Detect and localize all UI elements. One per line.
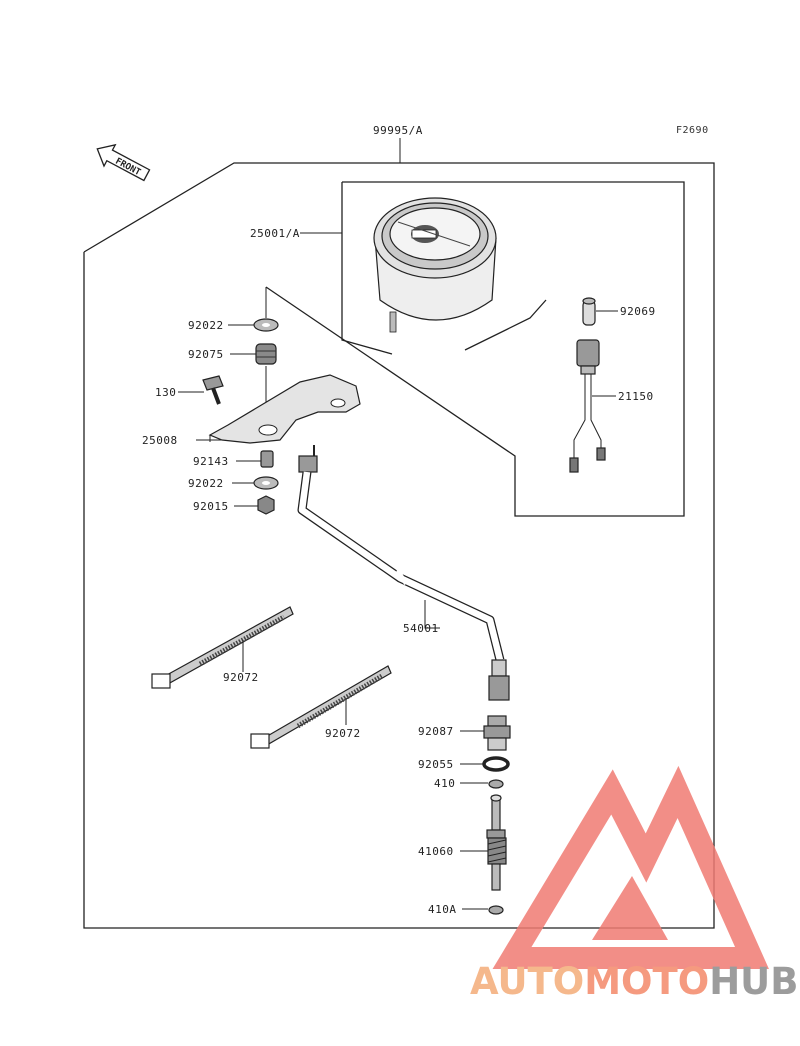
part-label-speedometer: 25001/A xyxy=(250,227,300,240)
part-label-collar: 92143 xyxy=(193,455,229,468)
part-label-socket: 21150 xyxy=(618,390,654,403)
front-arrow-icon: FRONT xyxy=(96,143,151,182)
wordmark-hub: HUB xyxy=(709,960,799,1003)
part-label-washer-410: 410 xyxy=(434,777,455,790)
washer-410a-part xyxy=(488,905,504,915)
oring-part xyxy=(482,756,510,772)
fitting-part xyxy=(483,715,511,751)
part-label-washer-bottom: 92022 xyxy=(188,477,224,490)
meter-group-box-left xyxy=(341,182,393,355)
part-label-bulb: 92069 xyxy=(620,305,656,318)
figure-code: F2690 xyxy=(676,125,709,136)
part-label-band-left: 92072 xyxy=(223,671,259,684)
bolt-part xyxy=(202,375,224,405)
part-label-bracket: 25008 xyxy=(142,434,178,447)
part-label-fitting: 92087 xyxy=(418,725,454,738)
meter-group-box-outline xyxy=(265,181,685,517)
part-label-nut: 92015 xyxy=(193,500,229,513)
band-right-part xyxy=(250,665,392,749)
socket-harness-part xyxy=(569,339,606,473)
part-label-grommet: 92075 xyxy=(188,348,224,361)
part-label-bolt: 130 xyxy=(155,386,176,399)
washer-410-part xyxy=(488,779,504,789)
nut-part xyxy=(257,495,275,515)
automotohub-wordmark: AUTOMOTOHUB xyxy=(470,960,798,1003)
assembly-label: 99995/A xyxy=(373,124,423,137)
part-label-cable: 54001 xyxy=(403,622,439,635)
part-label-gear: 41060 xyxy=(418,845,454,858)
part-label-washer-410a: 410A xyxy=(428,903,457,916)
part-label-band-right: 92072 xyxy=(325,727,361,740)
bracket-part xyxy=(208,374,361,444)
bulb-part xyxy=(582,297,596,326)
band-left-part xyxy=(151,606,294,689)
collar-part xyxy=(260,450,274,468)
speedometer-cable-part xyxy=(297,445,510,701)
washer-top-hole xyxy=(262,323,270,327)
cable-leader xyxy=(424,600,440,629)
automotohub-logo-icon xyxy=(492,765,769,969)
wordmark-auto: AUTO xyxy=(470,960,585,1003)
grommet-part xyxy=(255,343,277,365)
speedometer-unit xyxy=(373,197,497,333)
part-label-washer-top: 92022 xyxy=(188,319,224,332)
meter-group-box-mid xyxy=(464,299,547,351)
wordmark-moto: MOTO xyxy=(584,960,710,1003)
part-label-oring: 92055 xyxy=(418,758,454,771)
assembly-frame xyxy=(83,162,715,929)
gear-part xyxy=(486,794,507,891)
washer-bottom-hole xyxy=(262,481,270,485)
